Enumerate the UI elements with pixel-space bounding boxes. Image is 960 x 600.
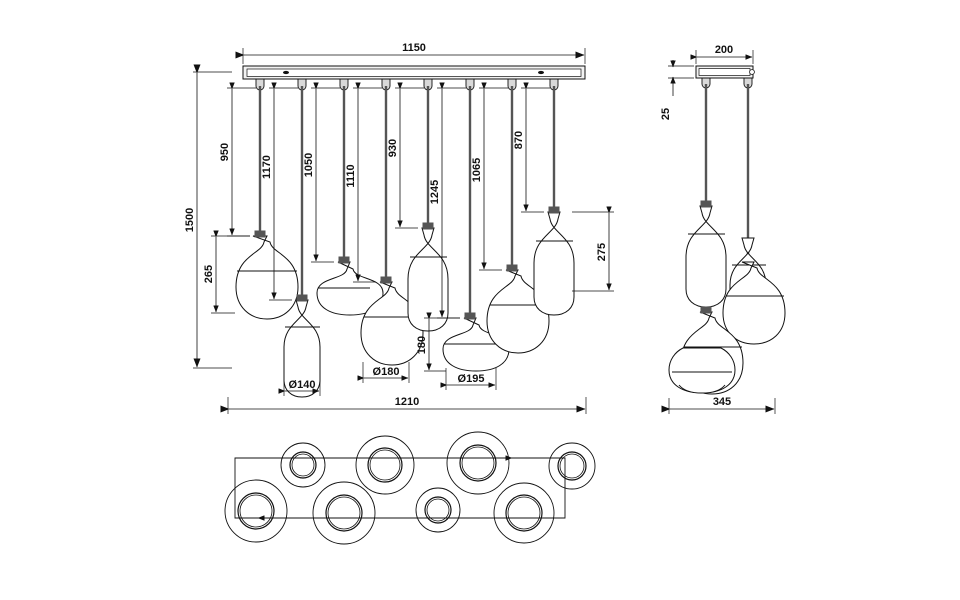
dim-265-label: 265 <box>203 265 215 283</box>
dim-dia-140-label: Ø140 <box>289 379 316 391</box>
plan-view <box>224 431 596 545</box>
side-shade-tall-left <box>685 200 727 308</box>
dim-930: 930 <box>387 82 424 229</box>
plan-canopy-outline <box>234 457 566 519</box>
dim-950: 950 <box>219 82 256 237</box>
plan-shade-b3 <box>446 431 510 495</box>
dim-dia-180: Ø180 <box>357 362 410 383</box>
dim-930-label: 930 <box>387 139 399 157</box>
dim-345: 345 <box>661 396 776 414</box>
dim-1500-label: 1500 <box>184 208 196 232</box>
dim-1170-label: 1170 <box>261 155 273 179</box>
dim-200-label: 200 <box>715 44 733 56</box>
dim-200: 200 <box>690 44 754 64</box>
dim-180-height: 180 <box>416 312 460 372</box>
dim-1050: 1050 <box>303 82 340 263</box>
dim-1500: 1500 <box>184 64 232 369</box>
canopy-bar-side <box>695 65 755 79</box>
canopy-bar-front <box>242 65 586 80</box>
dim-1150-label: 1150 <box>402 42 426 54</box>
dim-180-height-label: 180 <box>416 336 428 354</box>
side-shade-balloon-right <box>722 261 786 345</box>
pendant-shade-1 <box>235 230 299 320</box>
plan-shade-b1 <box>280 442 326 488</box>
dim-dia-195: Ø195 <box>440 368 497 390</box>
dim-25: 25 <box>660 60 694 120</box>
dim-1110: 1110 <box>345 82 382 283</box>
dim-1150: 1150 <box>235 42 586 64</box>
dim-1065: 1065 <box>471 82 508 271</box>
dim-1110-label: 1110 <box>345 164 357 187</box>
pendant-shade-8 <box>533 206 575 316</box>
side-shade-squat-front <box>668 347 736 394</box>
dim-1050-label: 1050 <box>303 153 315 177</box>
dim-345-label: 345 <box>713 396 731 408</box>
dim-dia-140: Ø140 <box>278 373 321 396</box>
plan-shade-f2 <box>312 481 376 545</box>
plan-shade-f1 <box>224 479 288 543</box>
dim-1210-label: 1210 <box>395 396 419 408</box>
cord-ferrules <box>255 78 559 91</box>
dim-1170: 1170 <box>261 82 298 301</box>
plan-shade-b2 <box>355 435 415 495</box>
pendant-cords-front <box>258 86 556 318</box>
dim-1065-label: 1065 <box>471 158 483 182</box>
plan-shade-f3 <box>415 487 461 533</box>
dim-1210: 1210 <box>220 396 587 414</box>
dim-870: 870 <box>513 82 550 213</box>
dim-1245-label: 1245 <box>429 180 441 204</box>
side-elevation-view: 200 25 345 <box>660 44 786 414</box>
dim-870-label: 870 <box>513 131 525 149</box>
plan-shade-f4 <box>493 482 555 544</box>
dim-950-label: 950 <box>219 143 231 161</box>
dim-275-label: 275 <box>596 243 608 261</box>
front-elevation-view: 1150 1500 265 950 1170 <box>184 42 614 414</box>
dim-dia-195-label: Ø195 <box>458 373 485 385</box>
dim-275: 275 <box>572 206 614 292</box>
dim-25-label: 25 <box>660 108 672 120</box>
dim-dia-180-label: Ø180 <box>373 366 400 378</box>
plan-shade-b4 <box>548 442 596 490</box>
pendant-shade-2 <box>283 294 321 398</box>
